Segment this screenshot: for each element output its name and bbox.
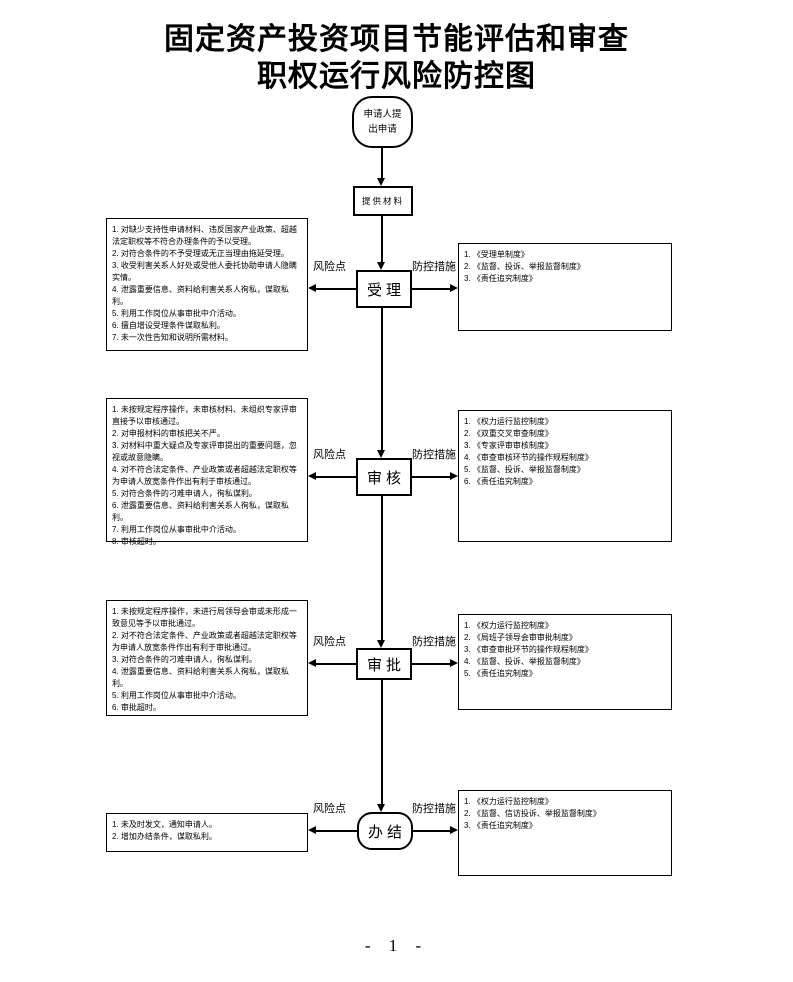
flowchart-title: 固定资产投资项目节能评估和审查 职权运行风险防控图 xyxy=(0,22,793,95)
list-item: 3. 收受利害关系人好处或受他人委托协助申请人隐瞒实情。 xyxy=(112,261,297,282)
list-item: 2. 对不符合法定条件、产业政策或者超越法定职权等为申请人放宽条件作出有利于审批… xyxy=(112,631,297,652)
list-item: 4. 泄露重要信息、资料给利害关系人徇私，谋取私利。 xyxy=(112,667,289,688)
list-item: 2. 《监督、信访投诉、举报监督制度》 xyxy=(464,809,601,818)
process-node-shouli: 受理 xyxy=(356,270,412,308)
list-item: 3. 对材料中重大疑点及专家评审提出的重要问题，忽视或故意隐瞒。 xyxy=(112,441,297,462)
start-node-applicant: 申请人提出申请 xyxy=(352,96,413,148)
process-node-shenhe: 审核 xyxy=(356,458,412,496)
list-item: 4. 对不符合法定条件、产业政策或者超越法定职权等为申请人放宽条件作出有利于审核… xyxy=(112,465,297,486)
arrow-right-icon xyxy=(450,659,458,667)
arrow-down-icon xyxy=(377,640,385,648)
process-node-banjie: 办结 xyxy=(357,812,413,850)
list-item: 1. 《权力运行监控制度》 xyxy=(464,417,553,426)
control-box-4: 1. 《权力运行监控制度》 2. 《监督、信访投诉、举报监督制度》 3. 《责任追究… xyxy=(458,790,672,876)
list-item: 4. 《审查审核环节的操作规程制度》 xyxy=(464,453,593,462)
list-item: 1. 《受理单制度》 xyxy=(464,250,529,259)
list-item: 5. 《责任追究制度》 xyxy=(464,669,537,678)
arrow-left-icon xyxy=(308,659,316,667)
process-node-label: 审核 xyxy=(366,469,405,487)
arrow-right-icon xyxy=(450,826,458,834)
process-node-label: 受理 xyxy=(366,281,405,299)
title-line-1: 固定资产投资项目节能评估和审查 xyxy=(164,23,629,56)
list-item: 2. 对申报材料的审核把关不严。 xyxy=(112,429,225,438)
list-item: 5. 对符合条件的刁难申请人，徇私谋利。 xyxy=(112,489,257,498)
arrow-left-icon xyxy=(308,284,316,292)
list-item: 4. 泄露重要信息、资料给利害关系人徇私，谋取私利。 xyxy=(112,285,289,306)
list-item: 6. 《责任追究制度》 xyxy=(464,477,537,486)
arrow-left-icon xyxy=(308,472,316,480)
list-item: 5. 《监督、投诉、举报监督制度》 xyxy=(464,465,585,474)
connector-line xyxy=(412,288,450,290)
list-item: 1. 《权力运行监控制度》 xyxy=(464,621,553,630)
control-measure-label: 防控措施 xyxy=(412,803,456,815)
list-item: 6. 泄露重要信息、资料给利害关系人徇私，谋取私利。 xyxy=(112,501,289,522)
list-item: 6. 审批超时。 xyxy=(112,703,161,712)
arrow-down-icon xyxy=(377,450,385,458)
risk-point-label: 风险点 xyxy=(313,803,346,815)
list-item: 6. 擅自增设受理条件谋取私利。 xyxy=(112,321,225,330)
control-box-2: 1. 《权力运行监控制度》 2. 《双重交叉审查制度》 3. 《专家评审审核制度》 4… xyxy=(458,410,672,542)
list-item: 1. 未按规定程序操作，未审核材料、未组织专家评审直接予以审核通过。 xyxy=(112,405,297,426)
list-item: 1. 未及时发文，通知申请人。 xyxy=(112,820,217,829)
process-node-shenpi: 审批 xyxy=(356,648,412,680)
list-item: 5. 利用工作岗位从事审批中介活动。 xyxy=(112,309,241,318)
connector-line xyxy=(381,308,383,450)
control-measure-label: 防控措施 xyxy=(412,636,456,648)
control-box-1: 1. 《受理单制度》 2. 《监督、投诉、举报监督制度》 3. 《责任追究制度》 xyxy=(458,243,672,331)
connector-line xyxy=(316,288,356,290)
risk-point-label: 风险点 xyxy=(313,636,346,648)
list-item: 2. 《监督、投诉、举报监督制度》 xyxy=(464,262,585,271)
materials-node: 提供材料 xyxy=(353,186,413,216)
process-node-label: 审批 xyxy=(366,656,405,674)
connector-line xyxy=(316,663,356,665)
arrow-down-icon xyxy=(377,804,385,812)
list-item: 3. 《责任追究制度》 xyxy=(464,274,537,283)
list-item: 3. 《审查审批环节的操作规程制度》 xyxy=(464,645,593,654)
control-measure-label: 防控措施 xyxy=(412,449,456,461)
arrow-right-icon xyxy=(450,472,458,480)
risk-box-2: 1. 未按规定程序操作，未审核材料、未组织专家评审直接予以审核通过。 2. 对申报… xyxy=(106,398,308,546)
list-item: 3. 对符合条件的刁难申请人，徇私谋利。 xyxy=(112,655,257,664)
connector-line xyxy=(413,830,450,832)
connector-line xyxy=(412,476,450,478)
control-measure-label: 防控措施 xyxy=(412,261,456,273)
list-item: 7. 利用工作岗位从事审批中介活动。 xyxy=(112,525,241,534)
risk-point-label: 风险点 xyxy=(313,261,346,273)
connector-line xyxy=(381,216,383,262)
connector-line xyxy=(412,663,450,665)
connector-line xyxy=(381,680,383,804)
connector-line xyxy=(316,830,357,832)
list-item: 2. 对符合条件的不予受理或无正当理由拖延受理。 xyxy=(112,249,289,258)
list-item: 5. 利用工作岗位从事审批中介活动。 xyxy=(112,691,241,700)
page-number: - 1 - xyxy=(364,936,429,955)
connector-line xyxy=(381,148,383,179)
list-item: 4. 《监督、投诉、举报监督制度》 xyxy=(464,657,585,666)
list-item: 2. 增加办结条件，谋取私利。 xyxy=(112,832,217,841)
risk-box-3: 1. 未按规定程序操作，未进行局领导会审或未形成一致意见等予以审批通过。 2. 对… xyxy=(106,600,308,716)
connector-line xyxy=(381,496,383,640)
arrow-down-icon xyxy=(377,262,385,270)
start-node-label: 申请人提出申请 xyxy=(363,108,402,135)
list-item: 3. 《专家评审审核制度》 xyxy=(464,441,553,450)
process-node-label: 办结 xyxy=(367,823,406,841)
list-item: 1. 《权力运行监控制度》 xyxy=(464,797,553,806)
materials-node-label: 提供材料 xyxy=(361,196,404,206)
arrow-down-icon xyxy=(377,178,385,186)
arrow-right-icon xyxy=(450,284,458,292)
list-item: 1. 对缺少支持性申请材料、违反国家产业政策、超越法定职权等不符合办理条件的予以… xyxy=(112,225,297,246)
title-line-2: 职权运行风险防控图 xyxy=(257,59,536,93)
list-item: 2. 《局班子领导会审审批制度》 xyxy=(464,633,577,642)
connector-line xyxy=(316,476,356,478)
list-item: 2. 《双重交叉审查制度》 xyxy=(464,429,553,438)
control-box-3: 1. 《权力运行监控制度》 2. 《局班子领导会审审批制度》 3. 《审查审批环节的… xyxy=(458,614,672,710)
risk-point-label: 风险点 xyxy=(313,449,346,461)
risk-box-4: 1. 未及时发文，通知申请人。 2. 增加办结条件，谋取私利。 xyxy=(106,813,308,852)
list-item: 1. 未按规定程序操作，未进行局领导会审或未形成一致意见等予以审批通过。 xyxy=(112,607,297,628)
list-item: 8. 审核超时。 xyxy=(112,537,161,546)
list-item: 3. 《责任追究制度》 xyxy=(464,821,537,830)
risk-box-1: 1. 对缺少支持性申请材料、违反国家产业政策、超越法定职权等不符合办理条件的予以… xyxy=(106,218,308,351)
list-item: 7. 未一次性告知和说明所需材料。 xyxy=(112,333,233,342)
arrow-left-icon xyxy=(308,826,316,834)
